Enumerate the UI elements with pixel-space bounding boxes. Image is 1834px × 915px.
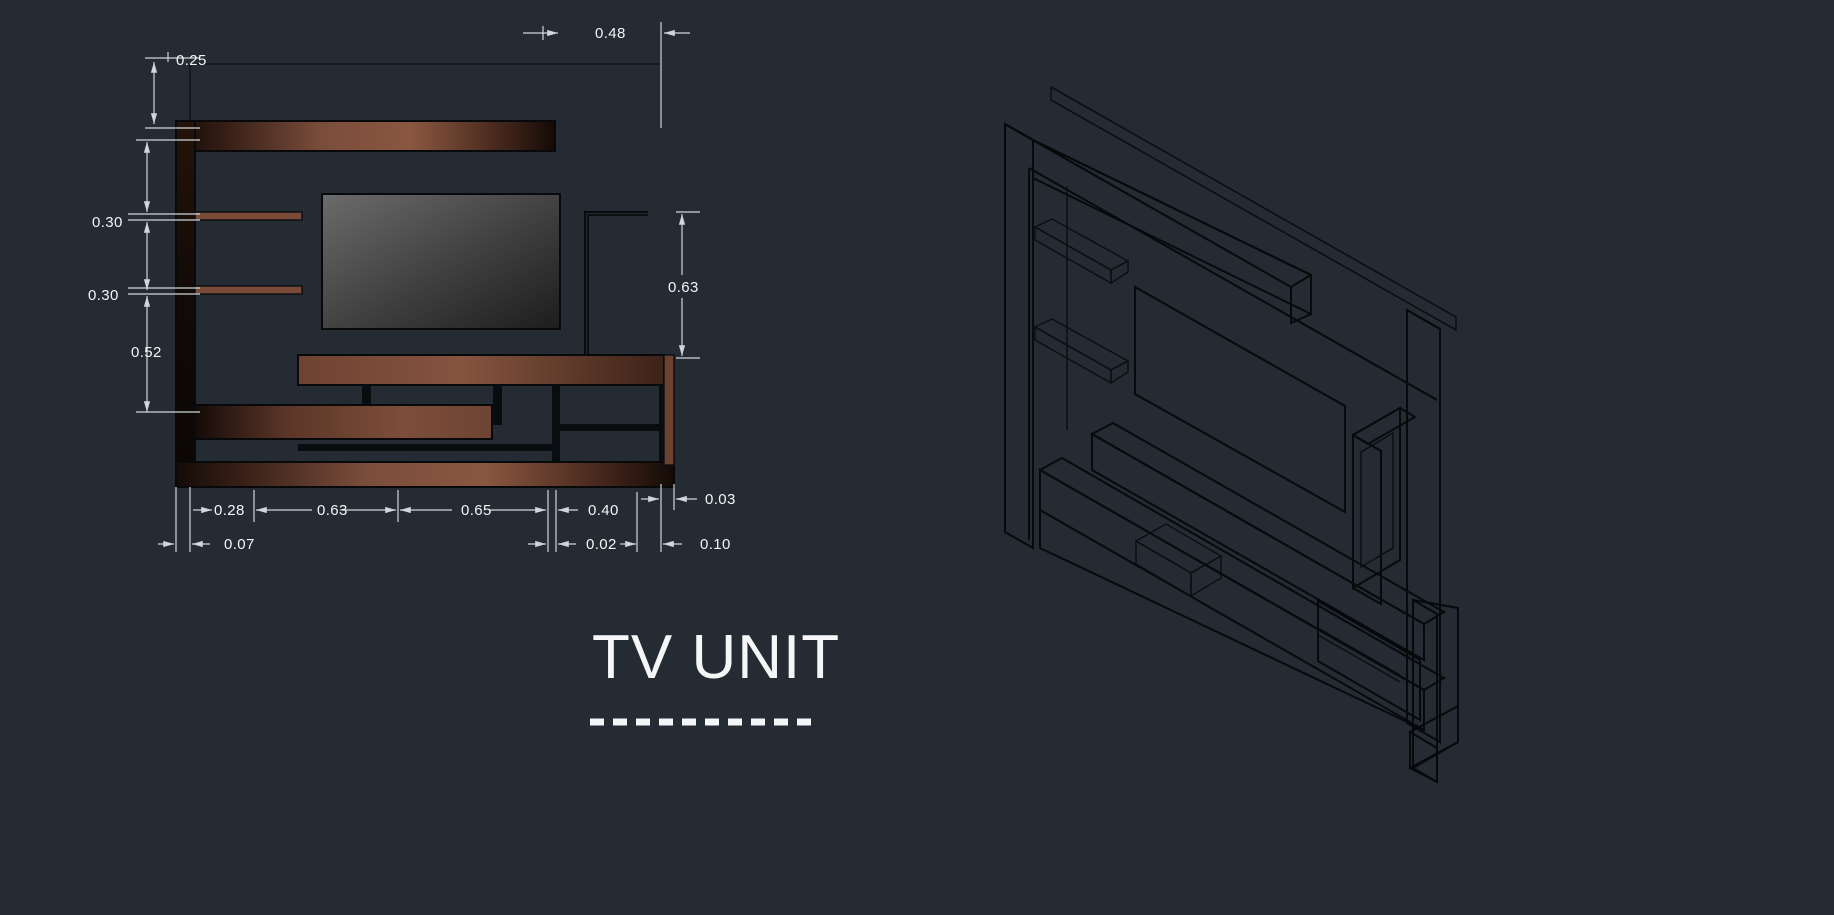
dim-left-0-30-b-label: 0.30	[88, 287, 119, 304]
front-elevation-view[interactable]	[175, 28, 675, 488]
drawer-front[interactable]	[194, 404, 493, 440]
upper-wall-shelf[interactable]	[194, 211, 303, 221]
media-console-top[interactable]	[297, 354, 665, 386]
dim-top-0-25: 0.25	[145, 52, 207, 129]
lower-structural-connectors	[1039, 510, 1425, 731]
dim-top-0-48: 0.48	[523, 22, 690, 128]
isometric-3d-view[interactable]	[1004, 85, 1459, 784]
dim-bot-0-03-label: 0.03	[705, 491, 736, 508]
dim-bot-0-02-label: 0.02	[586, 536, 617, 553]
dim-bot-0-40-label: 0.40	[588, 502, 619, 519]
dim-bot-0-65-label: 0.65	[461, 502, 492, 519]
right-side-return[interactable]	[663, 354, 675, 466]
dim-bot-0-10-label: 0.10	[700, 536, 731, 553]
dim-bot-0-65: 0.65	[400, 502, 546, 519]
dim-bot-0-28: 0.28	[193, 502, 245, 519]
title-block: TV UNIT	[590, 623, 840, 726]
right-tall-cabinet[interactable]	[1351, 406, 1417, 606]
dim-top-0-48-label: 0.48	[595, 25, 626, 42]
dim-bot-0-03: 0.03	[641, 491, 736, 508]
top-overhead-shelf[interactable]	[1009, 126, 1314, 325]
dim-left-0-30-a: 0.30	[92, 139, 200, 290]
lower-wall-shelf[interactable]	[194, 285, 303, 295]
lower-floating-shelf[interactable]	[1033, 318, 1130, 385]
construction-lines	[189, 28, 662, 128]
dim-bot-0-02: 0.02	[528, 536, 617, 553]
tv-screen[interactable]	[321, 193, 561, 330]
drawer-front[interactable]	[1134, 523, 1223, 598]
dim-right-0-63: 0.63	[668, 211, 700, 359]
dim-bot-0-28-label: 0.28	[214, 502, 245, 519]
media-console[interactable]	[1089, 421, 1446, 662]
dim-left-0-30-b: 0.30	[88, 287, 200, 304]
upper-floating-shelf[interactable]	[1033, 218, 1130, 285]
base-plinth[interactable]	[175, 461, 675, 488]
dim-bot-0-63: 0.63	[256, 502, 396, 519]
dim-left-0-30-a-label: 0.30	[92, 214, 123, 231]
left-vertical-panel[interactable]	[175, 120, 196, 480]
console-lower-band[interactable]	[1037, 456, 1446, 732]
page-title: TV UNIT	[592, 623, 840, 692]
cable-recess-outline	[584, 211, 648, 358]
bottom-extension-lines	[175, 484, 675, 552]
dim-left-0-52-label: 0.52	[131, 344, 162, 361]
dim-right-0-63-label: 0.63	[668, 279, 699, 296]
top-overhead-shelf[interactable]	[177, 120, 556, 152]
dim-bot-0-40: 0.40	[558, 502, 619, 519]
tv-screen[interactable]	[1134, 285, 1346, 514]
right-open-niche[interactable]	[1317, 599, 1421, 722]
dimension-layer: 0.25 0.48 0.30 0.30 0	[88, 22, 736, 553]
dim-bot-0-07: 0.07	[158, 536, 255, 553]
dim-left-0-52: 0.52	[131, 296, 200, 413]
dim-bot-0-07-label: 0.07	[224, 536, 255, 553]
right-vertical-post[interactable]	[1406, 308, 1441, 744]
dim-top-0-25-label: 0.25	[176, 52, 207, 69]
back-panel	[1050, 85, 1457, 332]
dim-bot-0-10: 0.10	[620, 536, 731, 553]
dim-bot-0-63-label: 0.63	[317, 502, 348, 519]
inner-frame-lines	[1028, 167, 1438, 540]
base-plinth[interactable]	[1409, 598, 1459, 784]
